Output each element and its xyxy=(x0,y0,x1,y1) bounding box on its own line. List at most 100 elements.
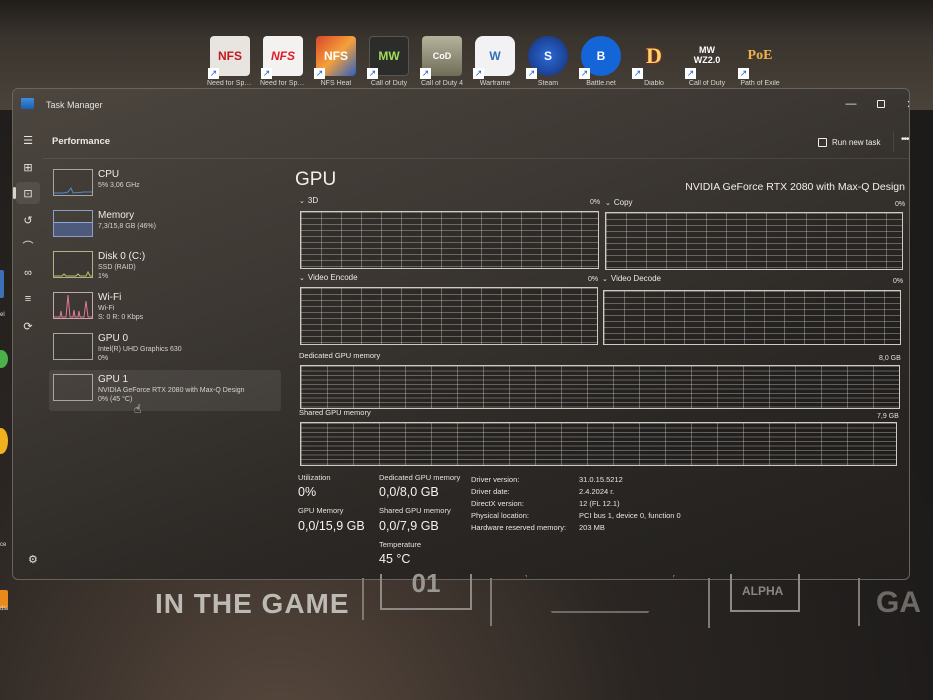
resource-item-gpu1[interactable]: GPU 1 NVIDIA GeForce RTX 2080 with Max-Q… xyxy=(49,370,281,411)
driver-date-value: 2.4.2024 г. xyxy=(579,487,615,496)
resource-usage: S: 0 R: 0 Kbps xyxy=(98,314,144,321)
shortcut-arrow-icon: ↗ xyxy=(420,68,431,79)
shortcut-label: Call of Duty xyxy=(688,80,726,87)
users-icon: ∞ xyxy=(24,267,32,279)
chevron-down-icon: ⌄ xyxy=(299,275,305,282)
shared-memory-value: 0,0/7,9 GB xyxy=(379,519,439,533)
desktop-shortcut-warframe[interactable]: W ↗ Warframe xyxy=(472,36,518,94)
engine-selector-3d[interactable]: ⌄3D xyxy=(299,196,319,205)
divider xyxy=(893,132,894,152)
desktop-shortcut-call-of-duty-mw[interactable]: MW ↗ Call of Duty xyxy=(366,36,412,94)
driver-version-value: 31.0.15.5212 xyxy=(579,475,623,484)
maximize-button[interactable] xyxy=(866,95,896,113)
engine-selector-video-decode[interactable]: ⌄Video Decode xyxy=(602,274,661,283)
resource-name: GPU 1 xyxy=(98,374,129,385)
app-icon[interactable] xyxy=(0,350,8,368)
desktop-shortcut-nfs-heat[interactable]: NFS ↗ NFS Heat xyxy=(313,36,359,94)
desktop-icons: NFS ↗ Need for Speed NFS ↗ Need for Spee… xyxy=(207,36,783,94)
resource-detail: 5% 3,06 GHz xyxy=(98,182,140,189)
bezel-divider xyxy=(362,578,364,620)
utilization-value: 0% xyxy=(298,485,317,499)
mw-wz-icon: MW WZ2.0 xyxy=(693,45,721,65)
resource-list: CPU 5% 3,06 GHz Memory 7,3/15,8 GB (46%)… xyxy=(49,165,281,411)
hardware-reserved-memory-value: 203 MB xyxy=(579,523,605,532)
gpu-memory-label: GPU Memory xyxy=(298,506,344,515)
wifi-mini-graph xyxy=(53,292,93,319)
directx-version-value: 12 (FL 12.1) xyxy=(579,499,620,508)
directx-version-label: DirectX version: xyxy=(471,499,524,508)
engine-selector-video-encode[interactable]: ⌄Video Encode xyxy=(299,273,358,282)
shortcut-label: Warframe xyxy=(479,80,511,87)
more-options-button[interactable]: ••• xyxy=(901,134,909,145)
desktop-shortcut-diablo[interactable]: D ↗ Diablo xyxy=(631,36,677,94)
engine-video-encode-graph xyxy=(300,287,598,345)
desktop-shortcut-call-of-duty-warzone[interactable]: MW WZ2.0 ↗ Call of Duty xyxy=(684,36,730,94)
resource-name: Wi-Fi xyxy=(98,292,122,303)
desktop-shortcut-need-for-speed[interactable]: NFS ↗ Need for Speed xyxy=(207,36,253,94)
desktop-shortcut-battle-net[interactable]: B ↗ Battle.net xyxy=(578,36,624,94)
resource-detail: 7,3/15,8 GB (46%) xyxy=(98,223,156,230)
resource-name: Memory xyxy=(98,210,135,221)
resource-detail: SSD (RAID) xyxy=(98,264,136,271)
engine-selector-copy[interactable]: ⌄Copy xyxy=(605,198,633,207)
physical-location-label: Physical location: xyxy=(471,511,529,520)
desktop-shortcut-steam[interactable]: S ↗ Steam xyxy=(525,36,571,94)
resource-name: Disk 0 (C:) xyxy=(98,251,146,262)
resource-item-disk[interactable]: Disk 0 (C:) SSD (RAID) 1% xyxy=(49,247,281,288)
resource-detail: Intel(R) UHD Graphics 630 xyxy=(98,346,182,353)
desktop-shortcut-need-for-speed-2[interactable]: NFS ↗ Need for Speed xyxy=(260,36,306,94)
page-header: Performance Run new task ••• xyxy=(43,125,909,159)
mouse-cursor-icon: ☝ xyxy=(134,402,142,416)
bezel-logo-box: 01 xyxy=(380,568,472,610)
utilization-label: Utilization xyxy=(298,473,331,482)
shortcut-label: Diablo xyxy=(644,80,664,87)
app-icon[interactable] xyxy=(0,590,8,608)
hamburger-icon: ☰ xyxy=(23,134,33,147)
nav-app-history[interactable]: ↺ xyxy=(16,209,40,231)
performance-icon: ⊡ xyxy=(23,187,33,200)
page-title: Performance xyxy=(52,136,111,147)
resource-item-memory[interactable]: Memory 7,3/15,8 GB (46%) xyxy=(49,206,281,247)
shortcut-label: Need for Speed xyxy=(260,80,306,87)
list-icon: ≡ xyxy=(24,293,32,305)
gpu0-mini-graph xyxy=(53,333,93,360)
hardware-reserved-memory-label: Hardware reserved memory: xyxy=(471,523,567,532)
resource-item-wifi[interactable]: Wi-Fi Wi-Fi S: 0 R: 0 Kbps xyxy=(49,288,281,329)
resource-item-cpu[interactable]: CPU 5% 3,06 GHz xyxy=(49,165,281,206)
settings-button[interactable]: ⚙ xyxy=(28,553,38,566)
resource-usage: 1% xyxy=(98,273,109,280)
title-bar[interactable]: Task Manager — ✕ xyxy=(13,89,909,121)
shortcut-arrow-icon: ↗ xyxy=(685,68,696,79)
resource-usage: 0% (45 °C) xyxy=(98,396,133,403)
nav-performance[interactable]: ⊡ xyxy=(13,182,40,204)
driver-date-label: Driver date: xyxy=(471,487,510,496)
diablo-icon: D xyxy=(646,43,662,68)
nav-processes[interactable]: ⊞ xyxy=(16,156,40,178)
desktop-icon-label: dia xyxy=(0,606,9,612)
gpu-model-name: NVIDIA GeForce RTX 2080 with Max-Q Desig… xyxy=(685,181,905,193)
shortcut-arrow-icon: ↗ xyxy=(632,68,643,79)
nav-services[interactable]: ⟳ xyxy=(16,315,40,337)
hamburger-menu-button[interactable]: ☰ xyxy=(16,129,40,151)
shortcut-label: Need for Speed xyxy=(207,80,253,87)
desktop-left-icons: el ce dia xyxy=(0,270,14,620)
shortcut-arrow-icon: ↗ xyxy=(261,68,272,79)
minimize-button[interactable]: — xyxy=(845,98,857,110)
task-manager-window: Task Manager — ✕ ☰ ⊞ ⊡ ↺ ⌒ ∞ ≡ ⟳ ⚙ Perfo… xyxy=(12,88,910,580)
shortcut-arrow-icon: ↗ xyxy=(738,68,749,79)
nav-startup-apps[interactable]: ⌒ xyxy=(16,235,40,257)
run-new-task-button[interactable]: Run new task xyxy=(818,134,880,150)
desktop-shortcut-call-of-duty-4[interactable]: CoD ↗ Call of Duty 4 xyxy=(419,36,465,94)
shortcut-arrow-icon: ↗ xyxy=(367,68,378,79)
engine-3d-percent: 0% xyxy=(590,199,601,206)
app-icon[interactable] xyxy=(0,270,4,298)
close-button[interactable]: ✕ xyxy=(896,95,909,113)
desktop-icon-label: el xyxy=(0,312,5,318)
app-icon[interactable] xyxy=(0,428,8,454)
nav-details[interactable]: ≡ xyxy=(16,288,40,310)
nav-users[interactable]: ∞ xyxy=(16,262,40,284)
temperature-label: Temperature xyxy=(379,540,422,549)
resource-item-gpu0[interactable]: GPU 0 Intel(R) UHD Graphics 630 0% xyxy=(49,329,281,370)
bezel-alpha-text: ALPHA xyxy=(742,584,784,598)
desktop-shortcut-path-of-exile[interactable]: PoE ↗ Path of Exile xyxy=(737,36,783,94)
